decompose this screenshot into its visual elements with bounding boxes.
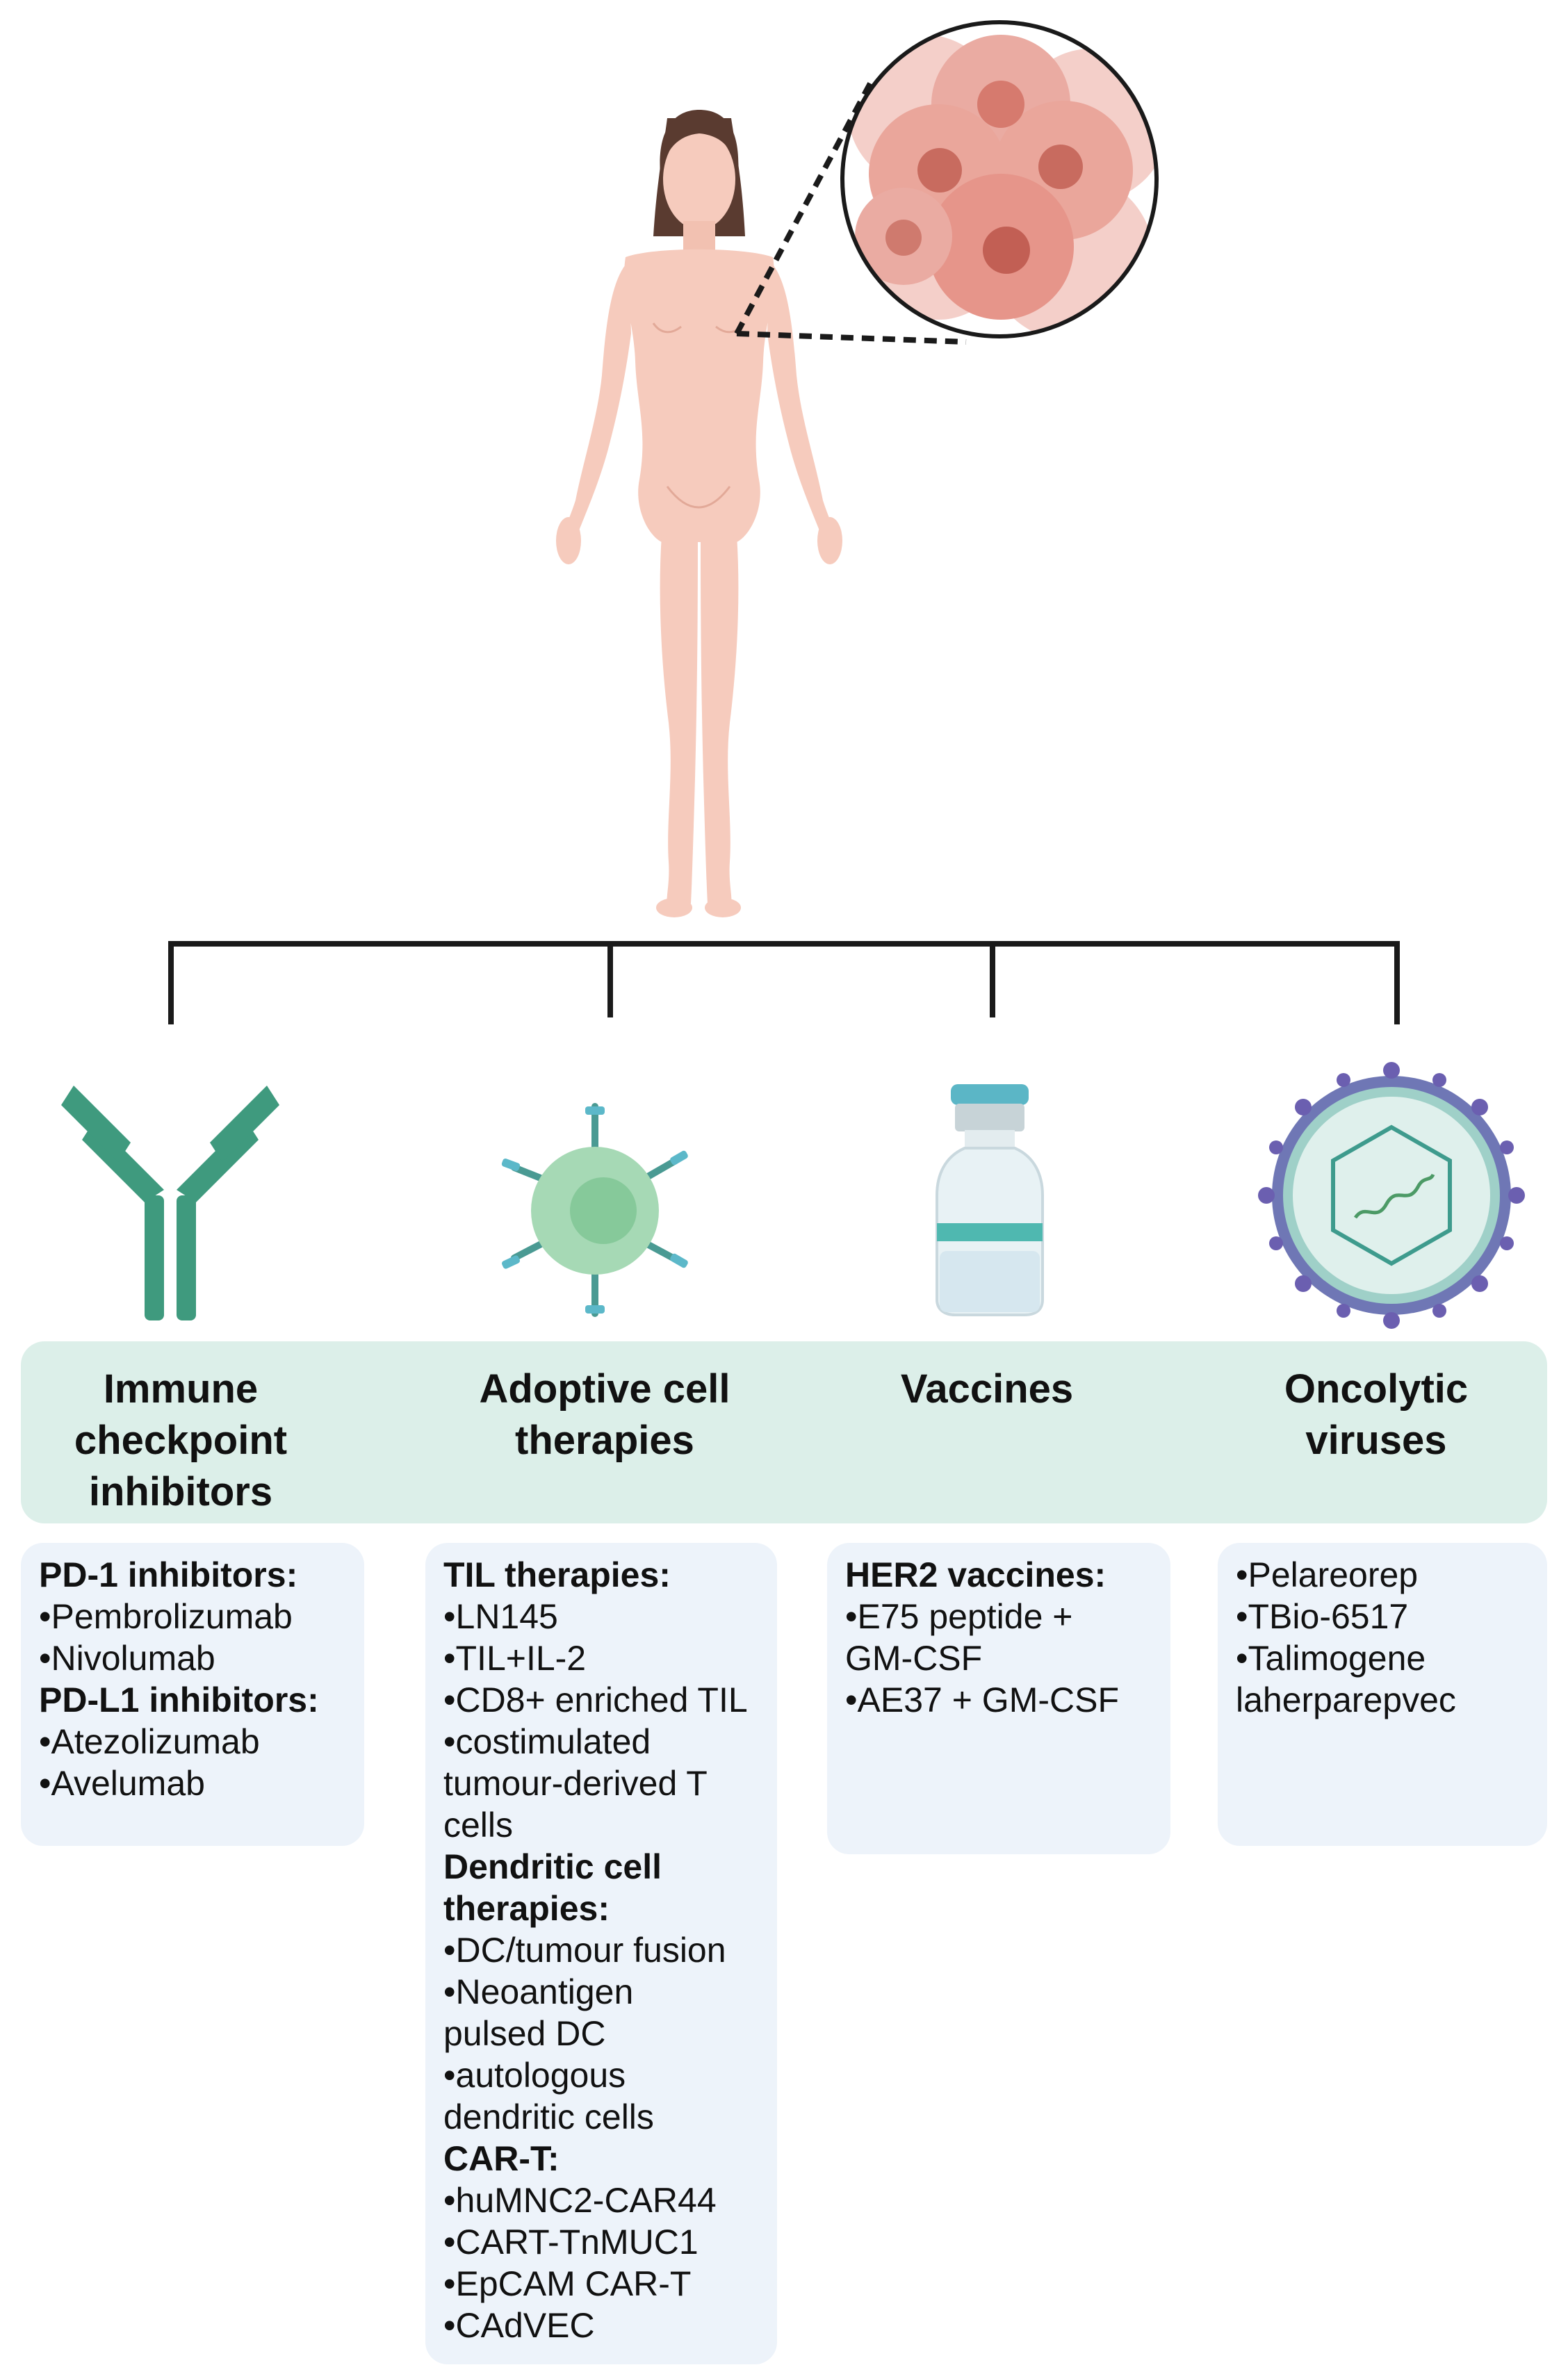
list-item: •TIL+IL-2 xyxy=(443,1639,587,1678)
antibody-icon xyxy=(61,1086,279,1320)
list-item: •LN145 xyxy=(443,1597,558,1636)
vaccine-vial-icon xyxy=(936,1084,1044,1316)
immune-checkpoint-inhibitors-box: PD-1 inhibitors: •Pembrolizumab •Nivolum… xyxy=(21,1543,364,1846)
list-item: •E75 peptide + GM-CSF xyxy=(845,1597,1073,1678)
branch-connector xyxy=(168,941,1400,1024)
category-title-immune-checkpoint-inhibitors: Immune checkpoint inhibitors xyxy=(74,1366,288,1514)
list-item: •huMNC2-CAR44 xyxy=(443,2181,717,2220)
list-item: •TBio-6517 xyxy=(1236,1597,1409,1636)
tumour-cells-magnified-icon xyxy=(840,20,1159,338)
list-item: •EpCAM CAR-T xyxy=(443,2264,692,2303)
list-item: •costimulated tumour-derived T cells xyxy=(443,1722,708,1845)
list-item: •Atezolizumab xyxy=(39,1722,260,1761)
category-header-band xyxy=(21,1341,1547,1523)
list-item: •CART-TnMUC1 xyxy=(443,2223,699,2261)
list-item: •autologous dendritic cells xyxy=(443,2056,654,2136)
list-item: •Pelareorep xyxy=(1236,1555,1419,1594)
list-item: PD-L1 inhibitors: xyxy=(39,1680,319,1719)
zoom-lines xyxy=(734,82,967,345)
list-item: •CD8+ enriched TIL xyxy=(443,1680,748,1719)
list-item: •Neoantigen pulsed DC xyxy=(443,1972,634,2053)
female-body-icon xyxy=(556,110,842,917)
list-item: TIL therapies: xyxy=(443,1555,671,1594)
list-item: •Nivolumab xyxy=(39,1639,215,1678)
list-item: •DC/tumour fusion xyxy=(443,1931,726,1970)
vaccines-box: HER2 vaccines: •E75 peptide + GM-CSF •AE… xyxy=(827,1543,1170,1854)
adoptive-cell-therapies-box: TIL therapies: •LN145 •TIL+IL-2 •CD8+ en… xyxy=(425,1543,777,2364)
list-item: CAR-T: xyxy=(443,2139,560,2178)
list-item: Dendritic cell therapies: xyxy=(443,1847,662,1928)
category-title-vaccines: Vaccines xyxy=(900,1366,1074,1412)
oncolytic-virus-icon xyxy=(1258,1062,1525,1329)
oncolytic-viruses-box: •Pelareorep •TBio-6517 •Talimogene laher… xyxy=(1218,1543,1547,1846)
list-item: •Avelumab xyxy=(39,1764,205,1803)
category-title-adoptive-cell-therapies: Adoptive cell therapies xyxy=(479,1366,730,1463)
list-item: PD-1 inhibitors: xyxy=(39,1555,298,1594)
immune-cell-icon xyxy=(501,1103,688,1317)
list-item: •AE37 + GM-CSF xyxy=(845,1680,1119,1719)
list-item: •CAdVEC xyxy=(443,2306,595,2345)
list-item: HER2 vaccines: xyxy=(845,1555,1106,1594)
list-item: •Pembrolizumab xyxy=(39,1597,293,1636)
category-title-oncolytic-viruses: Oncolytic viruses xyxy=(1284,1366,1469,1463)
list-item: •Talimogene laherparepvec xyxy=(1236,1639,1456,1719)
